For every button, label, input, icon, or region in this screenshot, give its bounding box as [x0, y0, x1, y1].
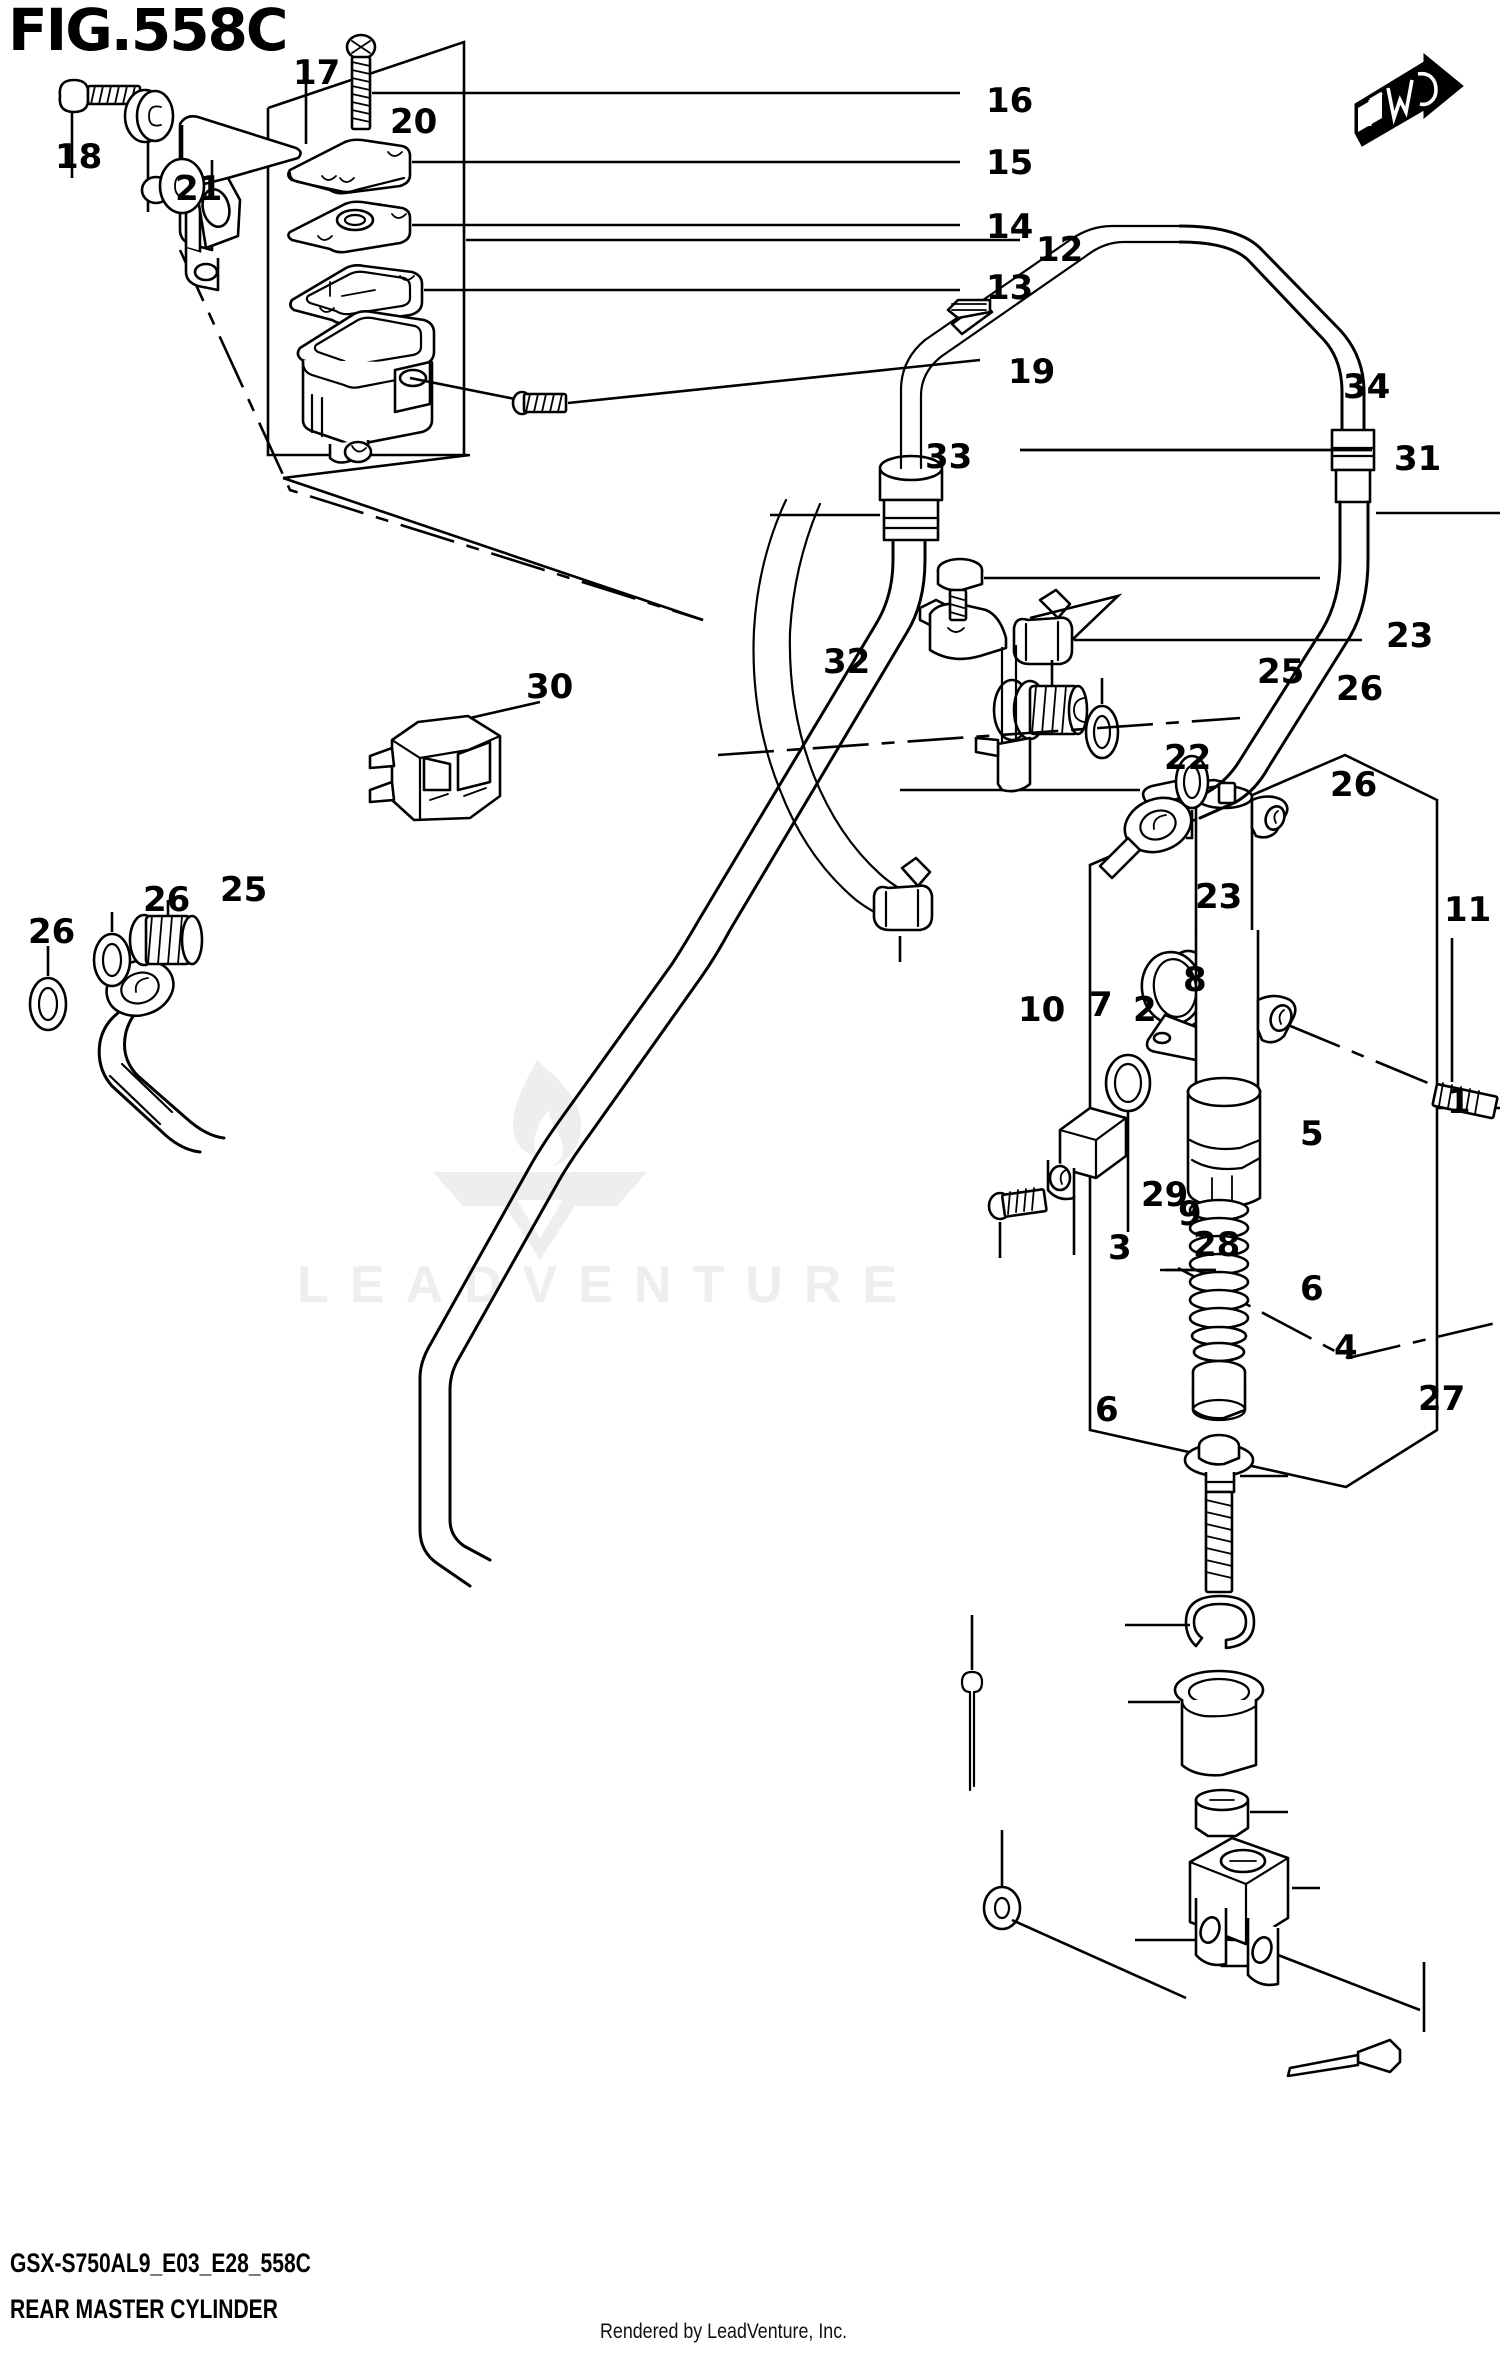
callout-number-5[interactable]: 5 — [1300, 1114, 1324, 1154]
part-23-hose-clamp-lower — [872, 856, 934, 962]
reservoir-tank-body — [296, 310, 436, 464]
part-11-mounting-screw — [1287, 938, 1499, 1120]
lower-left-hose-fitting — [28, 900, 226, 1154]
part-23-hose-clamp-upper — [1012, 588, 1362, 666]
part-4-clevis-joint — [1188, 1836, 1320, 1987]
callout-number-23[interactable]: 23 — [1386, 616, 1434, 656]
part-20-grommet — [140, 125, 206, 215]
part-13-reservoir-diaphragm — [289, 264, 960, 326]
callout-number-3[interactable]: 3 — [1108, 1228, 1132, 1268]
callout-number-28[interactable]: 28 — [1193, 1225, 1241, 1265]
section-name-label: REAR MASTER CYLINDER — [10, 2294, 278, 2324]
callout-number-10[interactable]: 10 — [1018, 990, 1066, 1030]
callout-number-34[interactable]: 34 — [1343, 367, 1391, 407]
part-5-piston-push-rod — [1183, 1433, 1288, 1594]
callout-number-7[interactable]: 7 — [1089, 985, 1113, 1025]
callout-number-8[interactable]: 8 — [1183, 960, 1207, 1000]
callout-number-22[interactable]: 22 — [1164, 738, 1212, 778]
part-19-reservoir-screw — [409, 358, 981, 416]
callout-number-25[interactable]: 25 — [220, 870, 268, 910]
part-7-union-joint — [1046, 1106, 1128, 1255]
part-24-brake-hose-rear — [1098, 224, 1500, 880]
callout-number-18[interactable]: 18 — [55, 137, 103, 177]
callout-number-27[interactable]: 27 — [1418, 1379, 1466, 1419]
callout-number-6[interactable]: 6 — [1095, 1390, 1119, 1430]
part-18-bracket-bolt — [58, 78, 142, 178]
part-16-cap-screw — [345, 33, 960, 131]
part-22-reservoir-hose — [752, 498, 1362, 962]
callout-number-19[interactable]: 19 — [1008, 352, 1056, 392]
callout-number-33[interactable]: 33 — [925, 437, 973, 477]
callout-number-20[interactable]: 20 — [390, 102, 438, 142]
part-6-lock-nut-upper — [1194, 1788, 1288, 1838]
callout-number-26[interactable]: 26 — [1330, 765, 1378, 805]
leadventure-wordmark-watermark: LEADVENTURE — [297, 1256, 919, 1314]
master-cylinder-body — [1131, 776, 1297, 1208]
part-2-piston-return-spring — [1160, 1198, 1250, 1422]
callout-number-26[interactable]: 26 — [1336, 669, 1384, 709]
callout-number-14[interactable]: 14 — [986, 207, 1034, 247]
callout-number-32[interactable]: 32 — [823, 642, 871, 682]
callout-number-23[interactable]: 23 — [1195, 877, 1243, 917]
callout-number-30[interactable]: 30 — [526, 667, 574, 707]
callout-number-9[interactable]: 9 — [1178, 1194, 1202, 1234]
callout-number-25[interactable]: 25 — [1257, 652, 1305, 692]
callout-number-4[interactable]: 4 — [1334, 1328, 1358, 1368]
callout-number-6[interactable]: 6 — [1300, 1269, 1324, 1309]
master-cylinder-group-box — [1088, 753, 1500, 1489]
rendered-by-label: Rendered by LeadVenture, Inc. — [600, 2320, 848, 2343]
part-28-washer — [982, 1830, 1187, 2000]
callout-number-2[interactable]: 2 — [1133, 990, 1157, 1030]
part-10-union-bolt — [987, 1187, 1048, 1258]
part-8-o-ring — [1104, 1053, 1152, 1232]
part-30-hose-guide-clamp — [368, 700, 541, 822]
part-17-reservoir-bracket — [178, 78, 308, 292]
callout-number-26[interactable]: 26 — [143, 880, 191, 920]
callout-number-12[interactable]: 12 — [1036, 230, 1084, 270]
part-14-diaphragm-plate — [287, 200, 960, 254]
part-26-gasket-center-a — [1084, 678, 1120, 760]
reservoir-group-box — [178, 40, 704, 622]
callout-number-13[interactable]: 13 — [986, 268, 1034, 308]
part-34-bracket-screw — [936, 557, 1320, 622]
callout-number-29[interactable]: 29 — [1141, 1175, 1189, 1215]
callout-number-1[interactable]: 1 — [1447, 1082, 1471, 1122]
part-9-snap-ring — [1125, 1594, 1256, 1650]
callout-number-21[interactable]: 21 — [175, 169, 223, 209]
part-26-gasket-center-b — [1174, 754, 1210, 840]
model-code-label: GSX-S750AL9_E03_E28_558C — [10, 2248, 311, 2278]
callout-number-17[interactable]: 17 — [293, 53, 341, 93]
part-3-push-rod-boot — [1128, 1669, 1265, 1777]
callout-number-16[interactable]: 16 — [986, 81, 1034, 121]
part-25-union-bolt-center — [992, 660, 1089, 742]
fwd-arrow-icon — [1354, 52, 1464, 147]
part-29-cotter-pin — [960, 1615, 984, 1792]
callout-number-11[interactable]: 11 — [1444, 890, 1492, 930]
callout-number-15[interactable]: 15 — [986, 143, 1034, 183]
figure-title: FIG.558C — [8, 0, 288, 64]
part-27-clevis-pin — [1277, 1953, 1426, 2078]
part-15-reservoir-cap — [287, 138, 960, 195]
part-32-brake-hose-front — [418, 224, 1182, 1588]
callout-number-31[interactable]: 31 — [1394, 439, 1442, 479]
callout-number-26[interactable]: 26 — [28, 912, 76, 952]
